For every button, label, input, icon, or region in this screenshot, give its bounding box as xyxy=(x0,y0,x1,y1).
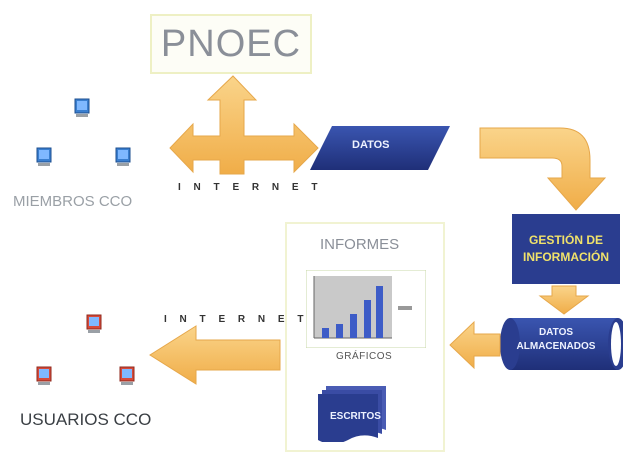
informes-title: INFORMES xyxy=(320,236,400,253)
chart-bar xyxy=(336,324,343,338)
storage-to-informes-arrow xyxy=(449,320,501,370)
chart-legend xyxy=(398,306,412,310)
members-label: MIEMBROS CCO xyxy=(13,193,133,210)
internet-exchange-arrow xyxy=(169,75,319,175)
pnoec-title: PNOEC xyxy=(160,22,302,65)
datos-parallelogram xyxy=(310,126,450,170)
user-computer-icon xyxy=(86,314,102,333)
internet-label-top: I N T E R N E T xyxy=(178,182,323,193)
chart-bar xyxy=(364,300,371,338)
curved-arrow xyxy=(479,127,607,211)
almacenados-label: DATOS ALMACENADOS xyxy=(516,327,596,352)
chart-bar xyxy=(350,314,357,338)
gestion-label: GESTIÓN DE INFORMACIÓN xyxy=(512,214,620,284)
storage-cylinder xyxy=(500,318,623,370)
chart-bar xyxy=(376,286,383,338)
user-computer-icon xyxy=(36,366,52,385)
chart-bar xyxy=(322,328,329,338)
graficos-thumbnail xyxy=(306,270,426,348)
pnoec-title-box: PNOEC xyxy=(150,14,312,74)
down-arrow xyxy=(538,285,590,315)
graficos-label: GRÁFICOS xyxy=(336,351,393,362)
member-computer-icon xyxy=(74,98,90,117)
escritos-label: ESCRITOS xyxy=(330,411,381,422)
datos-label: DATOS xyxy=(352,139,390,151)
user-computer-icon xyxy=(119,366,135,385)
member-computer-icon xyxy=(36,147,52,166)
escritos-documents xyxy=(318,386,386,442)
users-label: USUARIOS CCO xyxy=(20,410,152,429)
informes-to-users-arrow xyxy=(149,325,281,385)
member-computer-icon xyxy=(115,147,131,166)
internet-label-bottom: I N T E R N E T xyxy=(164,314,309,325)
